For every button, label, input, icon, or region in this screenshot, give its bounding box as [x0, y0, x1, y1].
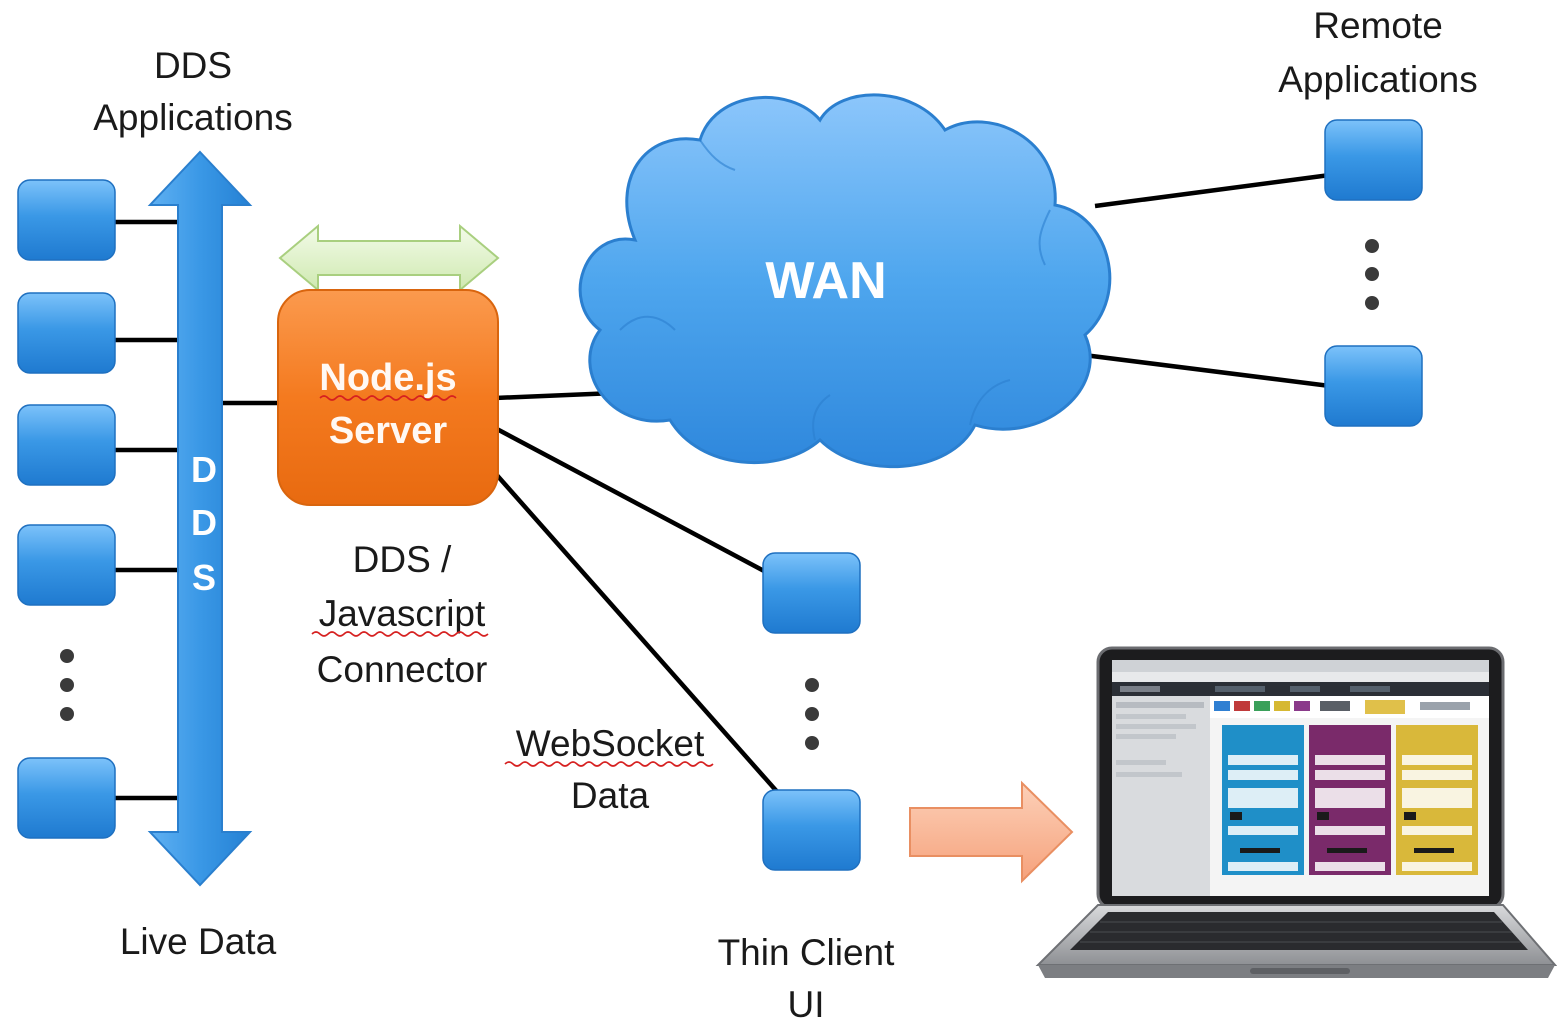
bus-letter-1: D [191, 449, 217, 490]
remote-applications-line1: Remote [1313, 5, 1443, 46]
dds-applications-line1: DDS [154, 45, 232, 86]
thin-client-box [762, 789, 861, 871]
remote-app-boxes [1324, 119, 1423, 427]
remote-app-box [1324, 119, 1423, 201]
connector-label-line2: Javascript [319, 593, 486, 634]
connector-label-line1: DDS / [353, 539, 452, 580]
javascript-spellcheck-underline [311, 631, 489, 637]
remote-applications-line2: Applications [1278, 59, 1478, 100]
node-label-line1: Node.js [319, 357, 456, 399]
dds-app-box [17, 757, 116, 839]
dds-app-boxes [17, 179, 116, 839]
dds-app-box [17, 524, 116, 606]
websocket-label-line2: Data [571, 775, 650, 816]
remote-app-box [1324, 345, 1423, 427]
connector-label-line3: Connector [317, 649, 488, 690]
thin-client-label-line1: Thin Client [718, 932, 896, 973]
wan-cloud [578, 93, 1112, 469]
websocket-label-line1: WebSocket [516, 723, 705, 764]
ellipsis-dots-remote [1365, 239, 1379, 310]
thin-client-label-line2: UI [788, 984, 825, 1025]
connection-lines [115, 172, 1331, 801]
ellipsis-dots-left [60, 649, 74, 721]
dds-app-box [17, 404, 116, 486]
websocket-spellcheck-underline [504, 761, 714, 767]
node-spellcheck-underline [319, 395, 457, 401]
green-double-arrow [278, 223, 500, 293]
ellipsis-dots-thin-client [805, 678, 819, 750]
dds-app-box [17, 179, 116, 261]
dds-bus-arrow [147, 150, 253, 887]
laptop-icon [1035, 646, 1557, 978]
nodejs-server-box [277, 289, 499, 506]
wan-label: WAN [765, 252, 886, 310]
bus-letter-3: S [192, 557, 216, 598]
dds-app-box [17, 292, 116, 374]
node-label-line2: Server [329, 410, 448, 452]
dds-applications-line2: Applications [93, 97, 293, 138]
live-data-label: Live Data [120, 921, 277, 962]
thin-client-box [762, 552, 861, 634]
bus-letter-2: D [191, 502, 217, 543]
thin-client-boxes [762, 552, 861, 871]
peach-arrow [909, 780, 1074, 884]
